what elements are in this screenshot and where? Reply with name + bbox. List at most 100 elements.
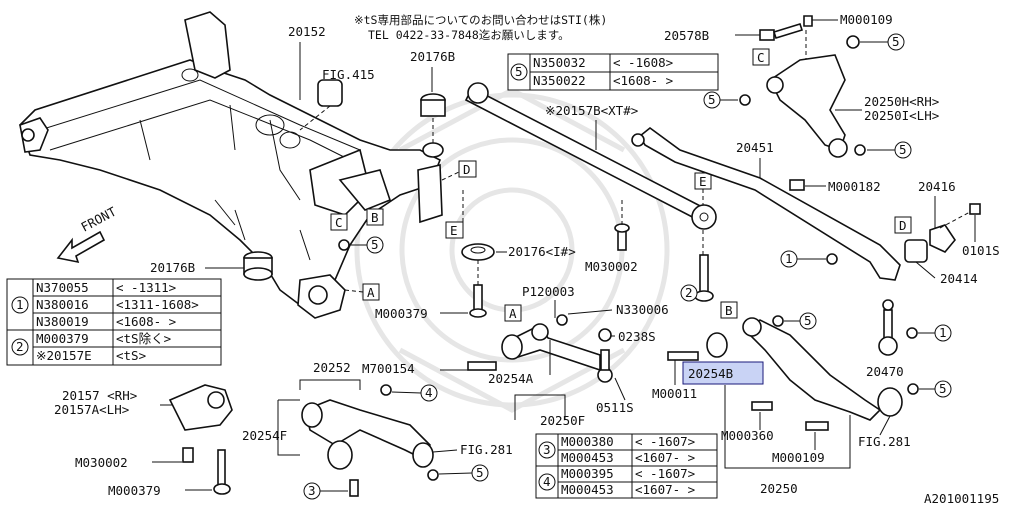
note-line-1: ※tS専用部品についてのお問い合わせはSTI(株) xyxy=(354,13,607,27)
label-20254f: 20254F xyxy=(242,428,287,443)
label-20250h: 20250H<RH> xyxy=(864,94,939,109)
label-fig281-right: FIG.281 xyxy=(858,434,911,449)
callout-1-table: 1 xyxy=(16,297,24,312)
table12-r2-range: <1608- > xyxy=(116,314,176,329)
table34-r2-range: < -1607> xyxy=(635,466,695,481)
label-p120003: P120003 xyxy=(522,284,575,299)
table-circled-3-4: 3 4 M000380 < -1607> M000453 <1607- > M0… xyxy=(535,433,718,499)
bolt-20578b xyxy=(759,23,804,41)
label-20250i: 20250I<LH> xyxy=(864,108,939,123)
ball-joint xyxy=(597,349,613,383)
ref-a-small: A xyxy=(509,306,517,321)
label-n330006: N330006 xyxy=(616,302,669,317)
label-m000109-top: M000109 xyxy=(840,12,893,27)
bushing-20414 xyxy=(904,239,928,263)
callout-5-subframe: 5 xyxy=(371,237,379,252)
label-20250: 20250 xyxy=(760,481,798,496)
upper-arm-20250h xyxy=(766,54,848,158)
ref-a-mid: A xyxy=(367,285,375,300)
label-m00011: M00011 xyxy=(652,386,697,401)
label-20252: 20252 xyxy=(313,360,351,375)
ref-e-right: E xyxy=(699,174,707,189)
label-20157b: ※20157B<XT#> xyxy=(545,103,638,118)
ref-b-mid: B xyxy=(371,210,379,225)
label-20254b: 20254B xyxy=(688,366,733,381)
mount-20176b-left xyxy=(243,251,273,281)
table12-r1-part: N380016 xyxy=(36,297,89,312)
callout-5-upper: 5 xyxy=(892,34,900,49)
note-line-2: TEL 0422-33-7848迄お願いします。 xyxy=(368,28,570,42)
link-20470 xyxy=(878,299,898,356)
highlight-20254b[interactable]: 20254B xyxy=(682,361,764,385)
link-20157b xyxy=(464,82,717,230)
bracket-20157 xyxy=(168,384,233,431)
label-0101s: 0101S xyxy=(962,243,1000,258)
callout-5-right: 5 xyxy=(939,381,947,396)
callout-4-table: 4 xyxy=(543,474,551,489)
bolt-m000109-bot xyxy=(805,421,829,431)
callout-5-lower: 5 xyxy=(476,465,484,480)
label-m030002-mid: M030002 xyxy=(585,259,638,274)
table12-r0-part: N370055 xyxy=(36,280,89,295)
label-20176i: 20176<I#> xyxy=(508,244,576,259)
label-20250f: 20250F xyxy=(540,413,585,428)
stabilizer-bar-20451 xyxy=(631,126,901,281)
table5-r1-range: <1608- > xyxy=(613,73,673,88)
label-20157-rh: 20157 <RH> xyxy=(62,388,137,403)
table5-r0-range: < -1608> xyxy=(613,55,673,70)
callout-5-upper-left: 5 xyxy=(708,92,716,107)
label-20176b-top: 20176B xyxy=(410,49,455,64)
table12-r3-part: M000379 xyxy=(36,331,89,346)
arm-20252 xyxy=(301,399,431,470)
label-20157a-lh: 20157A<LH> xyxy=(54,402,129,417)
ref-c-mid: C xyxy=(335,215,343,230)
label-fig281-mid: FIG.281 xyxy=(460,442,513,457)
label-20254a: 20254A xyxy=(488,371,534,386)
label-0238s: 0238S xyxy=(618,329,656,344)
mount-20176i xyxy=(461,243,495,261)
table12-r3-range: <tS除く> xyxy=(116,331,171,346)
ref-d-mid: D xyxy=(463,162,471,177)
label-m000379-mid: M000379 xyxy=(375,306,428,321)
table5-r0-part: N350032 xyxy=(533,55,586,70)
label-m000182: M000182 xyxy=(828,179,881,194)
table5-r1-part: N350022 xyxy=(533,73,586,88)
table34-r0-part: M000380 xyxy=(561,434,614,449)
ref-d-right: D xyxy=(899,218,907,233)
ref-box-d-mid xyxy=(458,160,477,178)
table34-r3-range: <1607- > xyxy=(635,482,695,497)
table12-r0-range: < -1311> xyxy=(116,280,176,295)
link-20254a xyxy=(501,323,601,372)
label-20416: 20416 xyxy=(918,179,956,194)
callout-1-lower: 1 xyxy=(939,325,947,340)
label-fig415: FIG.415 xyxy=(322,67,375,82)
table34-r3-part: M000453 xyxy=(561,482,614,497)
ref-e-mid: E xyxy=(450,223,458,238)
table34-r2-part: M000395 xyxy=(561,466,614,481)
bolt-m000360 xyxy=(751,401,773,411)
table12-r4-part: ※20157E xyxy=(36,348,92,363)
table12-r1-range: <1311-1608> xyxy=(116,297,199,312)
table34-r1-range: <1607- > xyxy=(635,450,695,465)
table34-r0-range: < -1607> xyxy=(635,434,695,449)
callout-5-table: 5 xyxy=(515,64,523,79)
label-m030002-bot: M030002 xyxy=(75,455,128,470)
lower-arm-20250 xyxy=(742,317,903,421)
label-20414: 20414 xyxy=(940,271,978,286)
label-20470: 20470 xyxy=(866,364,904,379)
table12-r2-part: N380019 xyxy=(36,314,89,329)
label-20176b-left: 20176B xyxy=(150,260,195,275)
label-m000379-bot: M000379 xyxy=(108,483,161,498)
callout-5-arm: 5 xyxy=(899,142,907,157)
table-circled-5: 5 N350032 < -1608> N350022 <1608- > xyxy=(507,53,719,91)
callout-4-arm: 4 xyxy=(425,385,433,400)
label-m000360: M000360 xyxy=(721,428,774,443)
callout-3-table: 3 xyxy=(543,442,551,457)
mount-20176b-top xyxy=(420,93,446,158)
label-m000109-bot: M000109 xyxy=(772,450,825,465)
label-20152: 20152 xyxy=(288,24,326,39)
callout-1-right: 1 xyxy=(785,251,793,266)
label-20451: 20451 xyxy=(736,140,774,155)
ref-c-top: C xyxy=(757,50,765,65)
